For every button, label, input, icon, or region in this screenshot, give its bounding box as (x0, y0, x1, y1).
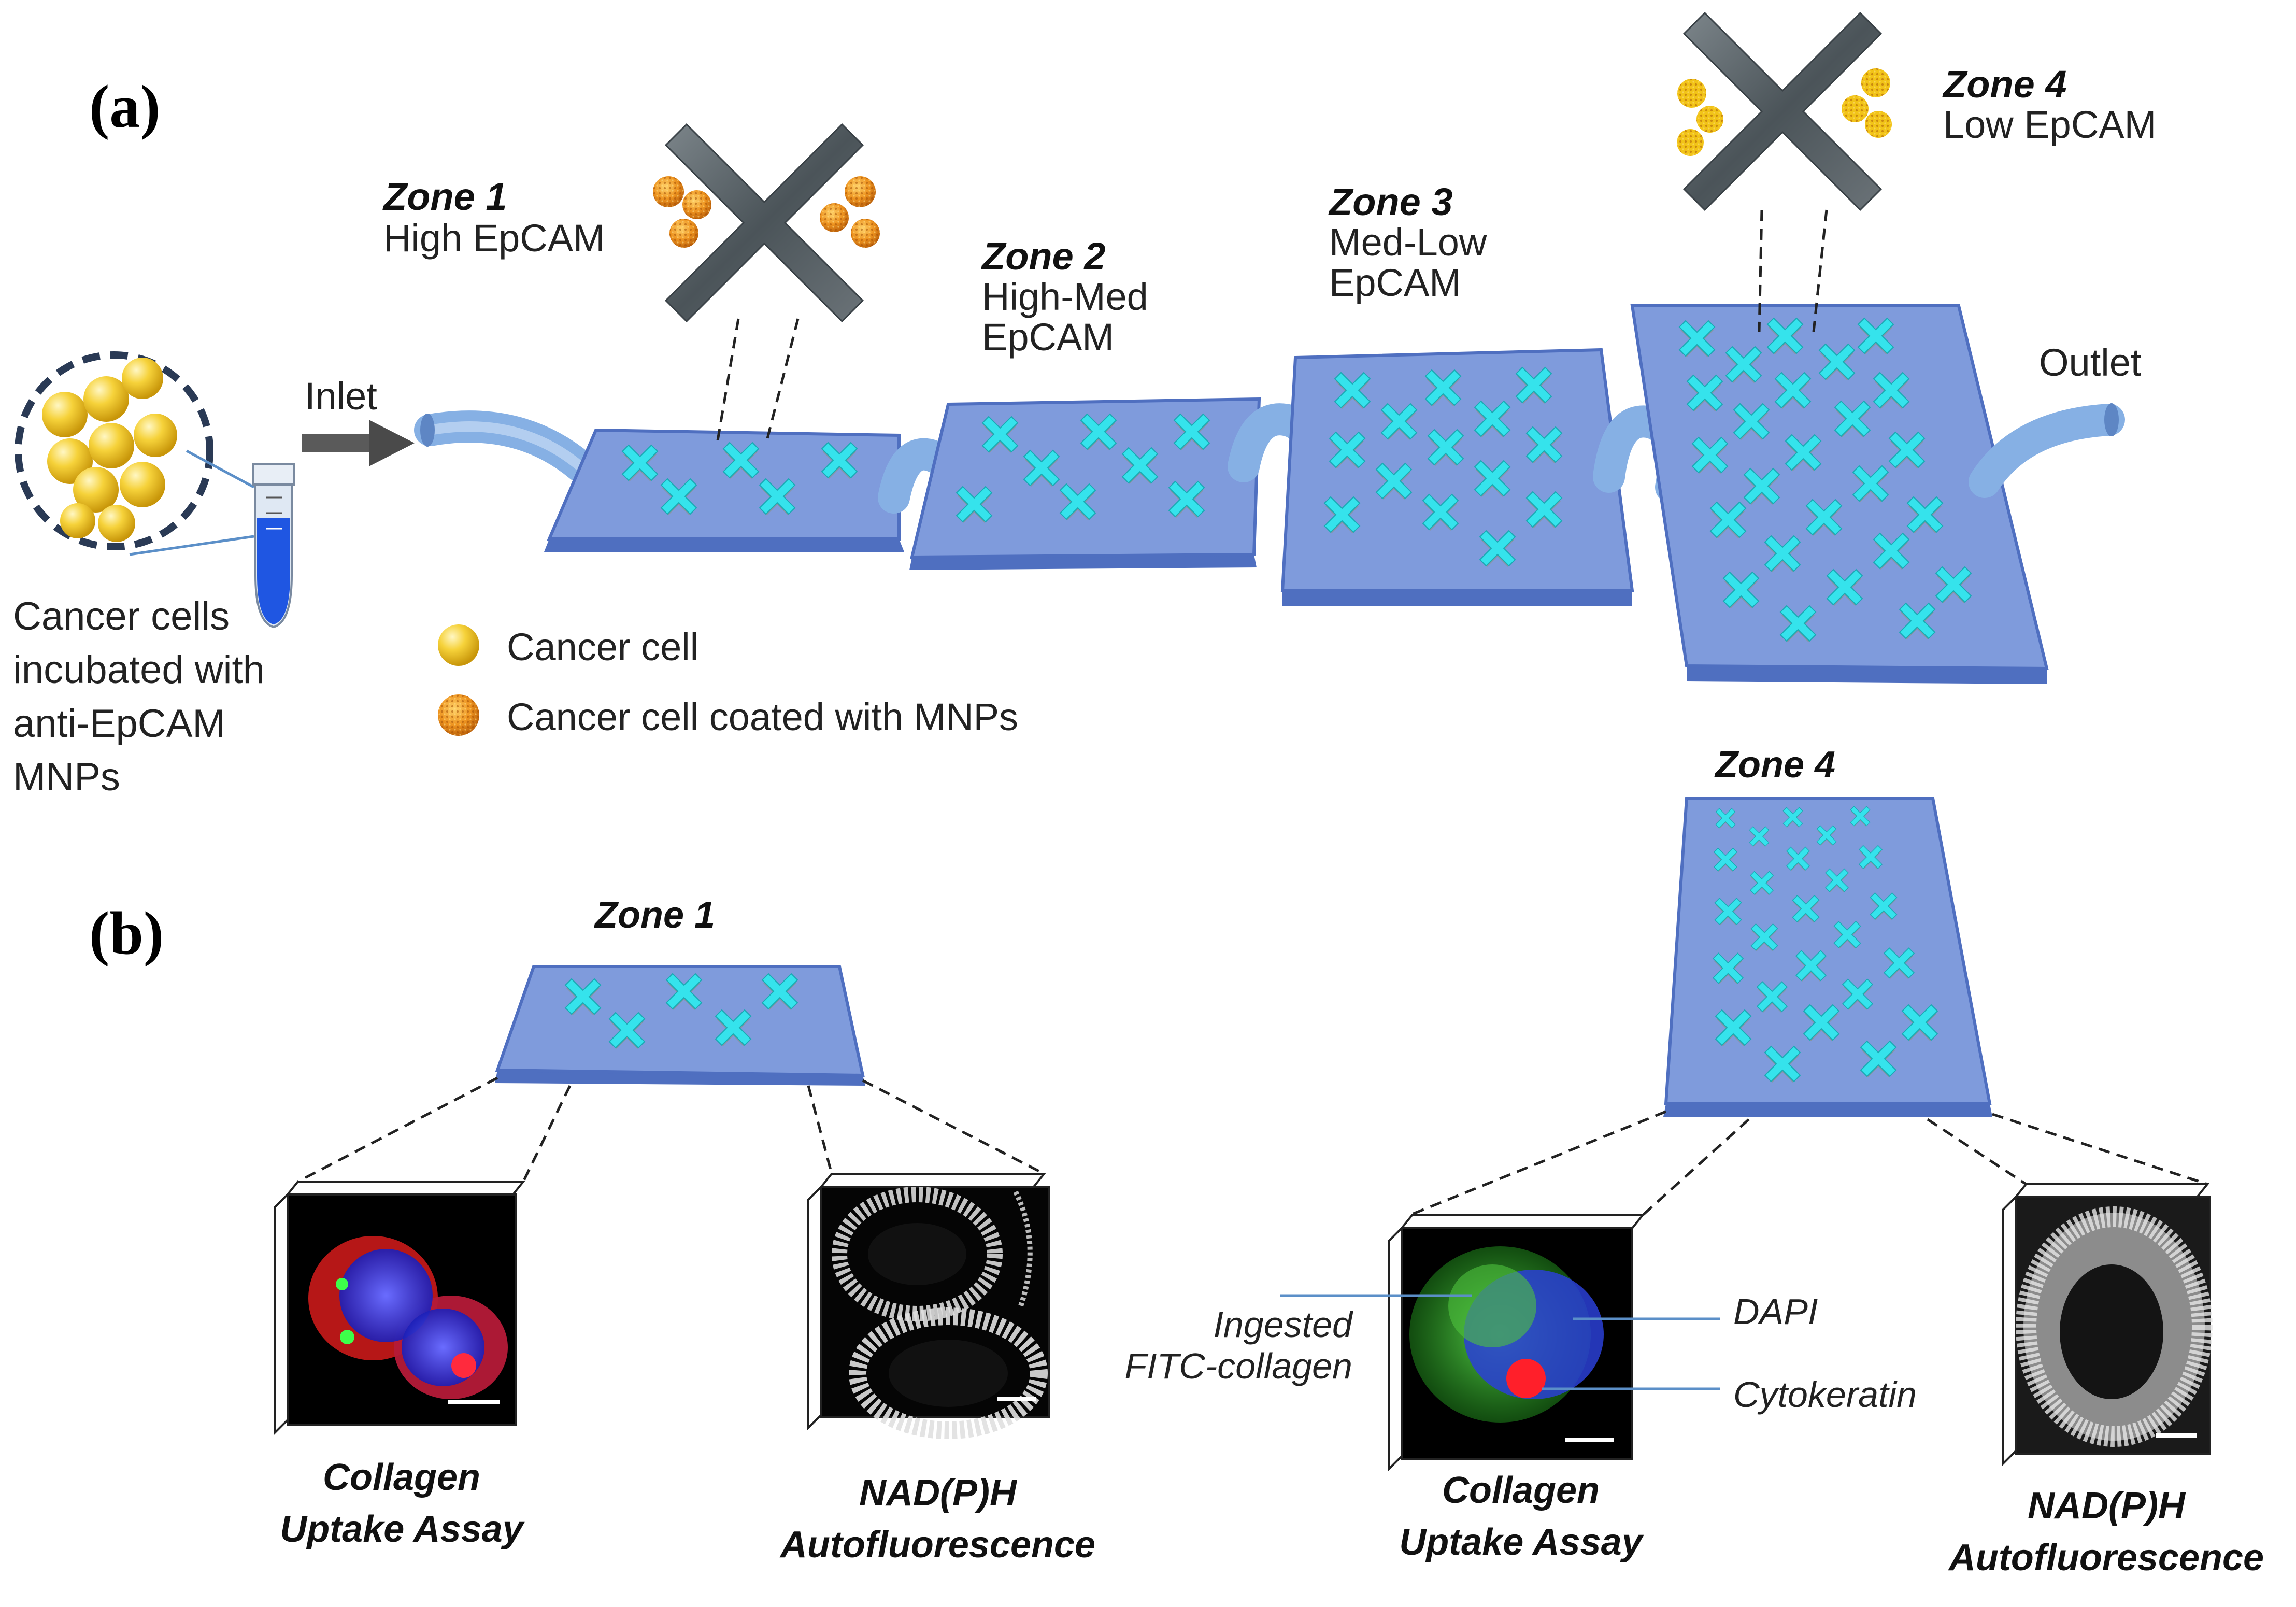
zone-label-4: Zone 4 Low EpCAM (1942, 63, 2156, 146)
caption-nadph-z1-line1: NAD(P)H (859, 1472, 1018, 1514)
panel-label-a: (a) (89, 73, 161, 140)
micrograph-nadph-zone1 (807, 1173, 1050, 1439)
inlet-label: Inlet (305, 375, 377, 418)
tube-caption: Cancer cells incubated with anti-EpCAM M… (13, 594, 265, 799)
caption-collagen-z4-line2: Uptake Assay (1399, 1521, 1645, 1563)
tube-caption-line: Cancer cells (13, 594, 230, 638)
annotation-fitc: FITC-collagen (1124, 1346, 1352, 1386)
zone-level: Med-Low (1329, 221, 1487, 264)
zone-level: EpCAM (1329, 261, 1461, 304)
mnp-coated-cells (1677, 68, 1892, 156)
zone-level: Low EpCAM (1943, 103, 2156, 146)
legend: Cancer cell Cancer cell coated with MNPs (438, 624, 1018, 738)
zone-label-3: Zone 3 Med-Low EpCAM (1328, 180, 1487, 304)
micrograph-nadph-zone4 (2002, 1183, 2213, 1467)
zone-level: High EpCAM (383, 217, 605, 260)
zone-title-b1: Zone 1 (594, 894, 715, 936)
inlet-arrow-icon (302, 420, 415, 466)
zone-level: EpCAM (982, 316, 1114, 359)
zone-label-2: Zone 2 High-Med EpCAM (981, 235, 1148, 359)
zone-title: Zone 3 (1328, 180, 1452, 223)
zone-title: Zone 4 (1942, 63, 2066, 106)
chip-zone-4 (1630, 304, 2049, 684)
annotations: Ingested FITC-collagen DAPI Cytokeratin (1124, 1291, 1917, 1415)
cross-post-magnified-icon (1677, 11, 1892, 332)
cell-suspension-magnified (15, 351, 255, 556)
micrograph-collagen-zone4 (1388, 1214, 1645, 1472)
tube-caption-line: MNPs (13, 755, 120, 799)
captions: Collagen Uptake Assay NAD(P)H Autofluore… (280, 1457, 2264, 1578)
annotation-dapi: DAPI (1733, 1291, 1818, 1332)
yellow-sphere-icon (438, 624, 479, 666)
caption-nadph-z1-line2: Autofluorescence (779, 1524, 1095, 1566)
panel-label-b: (b) (89, 899, 164, 967)
zone-title-b4: Zone 4 (1714, 744, 1835, 786)
legend-item-mnp-cell: Cancer cell coated with MNPs (438, 694, 1018, 738)
outlet-tube (1969, 404, 2125, 498)
caption-nadph-z4-line1: NAD(P)H (2028, 1485, 2186, 1527)
chip-zone-2 (909, 397, 1261, 570)
projection-lines (297, 1076, 2208, 1217)
outlet-label: Outlet (2039, 341, 2142, 384)
caption-collagen-z1-line2: Uptake Assay (280, 1509, 525, 1550)
micrograph-collagen-zone1 (274, 1181, 526, 1435)
mnp-coated-cells (653, 176, 880, 248)
legend-item-cancer-cell: Cancer cell (438, 624, 698, 669)
annotation-ingested: Ingested (1213, 1304, 1353, 1345)
zone-level: High-Med (982, 275, 1148, 318)
chip-zone-3 (1280, 348, 1634, 606)
chip-zone-1 (544, 428, 904, 552)
centrifuge-tube-icon (252, 463, 295, 629)
annotation-lines (1280, 1294, 1720, 1390)
zone-label-1: Zone 1 High EpCAM (382, 175, 605, 260)
yellow-cell-cluster (42, 358, 177, 542)
caption-nadph-z4-line2: Autofluorescence (1948, 1537, 2264, 1578)
legend-label: Cancer cell coated with MNPs (507, 695, 1018, 738)
chip-zone-4-b (1663, 797, 1992, 1117)
caption-collagen-z1-line1: Collagen (323, 1457, 480, 1498)
tube-caption-line: incubated with (13, 648, 265, 692)
zone-title: Zone 1 (382, 175, 507, 218)
zone-title: Zone 2 (981, 235, 1105, 278)
tube-caption-line: anti-EpCAM (13, 702, 225, 746)
annotation-cytokeratin: Cytokeratin (1733, 1374, 1917, 1415)
legend-label: Cancer cell (507, 625, 698, 669)
cross-post-magnified-icon (653, 123, 880, 441)
chip-zone-1-b (495, 965, 865, 1086)
caption-collagen-z4-line1: Collagen (1442, 1470, 1600, 1511)
